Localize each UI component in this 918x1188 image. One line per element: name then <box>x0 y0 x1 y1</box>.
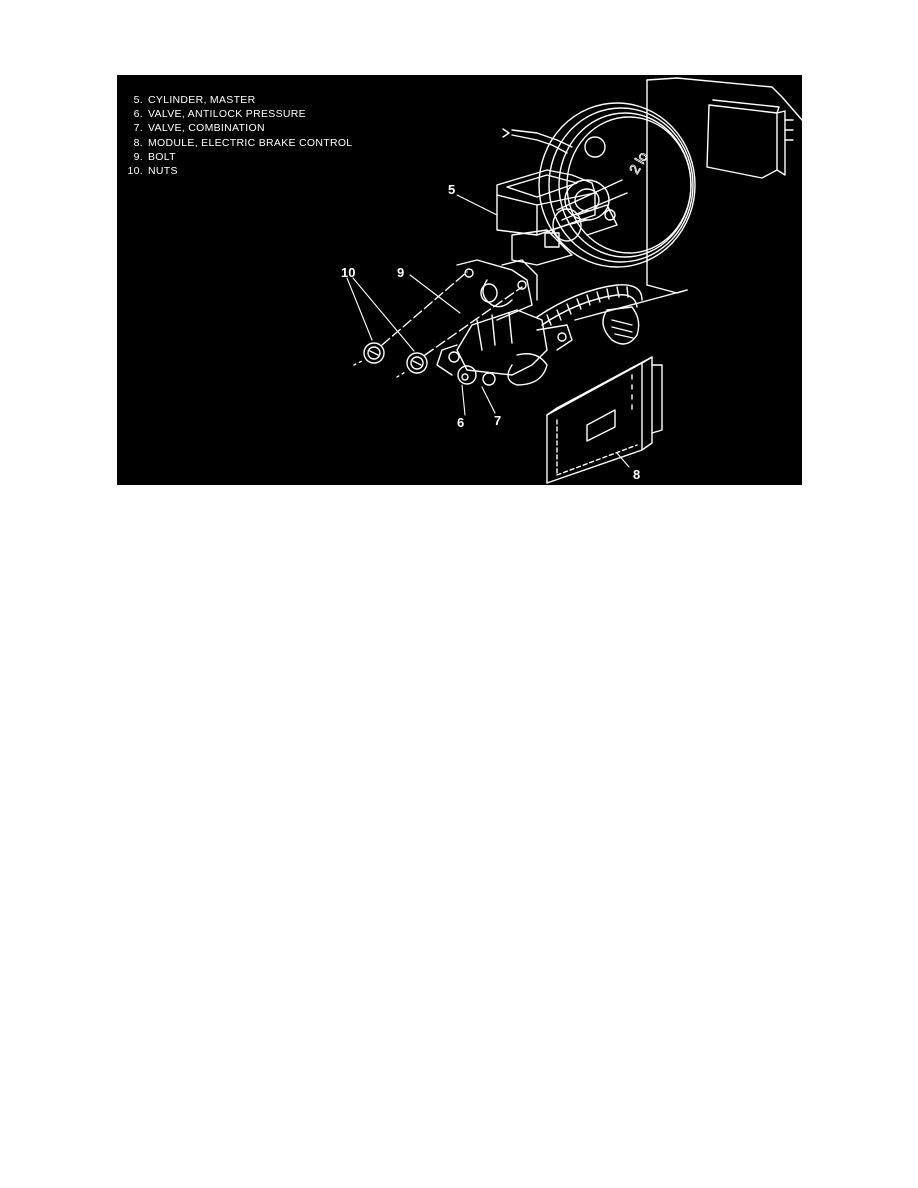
legend-number: 8. <box>133 136 143 149</box>
brake-control-module <box>546 356 663 484</box>
brake-assembly-diagram: 2 lo <box>117 75 802 485</box>
vacuum-hose <box>502 128 606 158</box>
legend-item-10: 10. NUTS <box>123 164 352 178</box>
mounting-bracket <box>456 259 538 321</box>
legend-item-9: 9. BOLT <box>123 150 352 164</box>
firewall-panel <box>574 77 802 321</box>
parts-legend: 5. CYLINDER, MASTER 6. VALVE, ANTILOCK P… <box>123 93 353 178</box>
antilock-valve-assembly <box>436 309 573 386</box>
legend-number: 6. <box>133 108 143 121</box>
legend-label: VALVE, ANTILOCK PRESSURE <box>148 108 306 121</box>
legend-item-6: 6. VALVE, ANTILOCK PRESSURE <box>123 107 352 121</box>
legend-number: 7. <box>133 122 143 135</box>
master-cylinder <box>496 169 628 266</box>
brake-booster: 2 lo <box>538 102 696 268</box>
legend-label: NUTS <box>148 165 178 178</box>
legend-item-5: 5. CYLINDER, MASTER <box>123 93 352 107</box>
exploded-view-drawing: 2 lo <box>346 77 802 484</box>
legend-item-7: 7. VALVE, COMBINATION <box>123 121 352 135</box>
callout-9: 9 <box>397 265 405 280</box>
mounting-nuts <box>353 271 523 378</box>
legend-number: 10. <box>127 165 143 178</box>
legend-label: MODULE, ELECTRIC BRAKE CONTROL <box>148 136 353 149</box>
callout-10: 10 <box>341 265 356 280</box>
wiring-harness <box>536 284 643 345</box>
upper-relay-module <box>706 99 794 179</box>
callout-5: 5 <box>448 182 456 197</box>
legend-item-8: 8. MODULE, ELECTRIC BRAKE CONTROL <box>123 136 353 150</box>
callout-7: 7 <box>494 413 502 428</box>
legend-label: BOLT <box>148 150 176 163</box>
legend-number: 9. <box>133 150 143 163</box>
leader-lines <box>346 194 630 468</box>
legend-label: VALVE, COMBINATION <box>148 122 265 135</box>
legend-label: CYLINDER, MASTER <box>148 94 256 106</box>
callout-6: 6 <box>457 415 465 430</box>
legend-number: 5. <box>133 94 143 106</box>
callout-8: 8 <box>633 467 641 482</box>
